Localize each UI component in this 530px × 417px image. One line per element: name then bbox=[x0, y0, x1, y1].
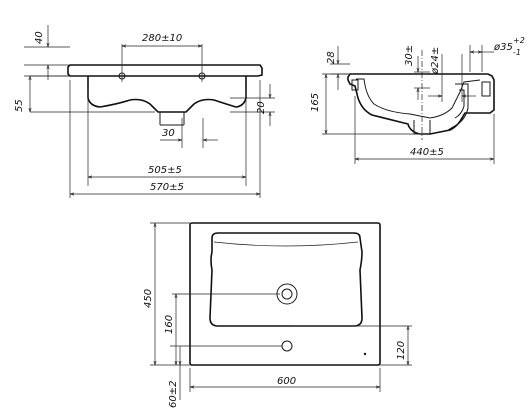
top-bowl-shelf bbox=[214, 242, 358, 246]
front-view: 280±10 40 55 20 30 505±5 570±5 bbox=[14, 25, 275, 198]
front-dim-holes-spacing: 280±10 bbox=[142, 33, 182, 44]
top-view: 450 160 120 60±2 600 bbox=[143, 223, 412, 408]
front-dim-right-height: 20 bbox=[256, 101, 267, 114]
side-profile-outline bbox=[348, 74, 494, 134]
side-dim-outlet-diameter: ø35 bbox=[493, 42, 513, 53]
side-dim-outlet-tol-upper: +2 bbox=[513, 36, 525, 45]
top-bowl-outline bbox=[210, 233, 362, 326]
top-dim-bottom-offset: 60±2 bbox=[168, 381, 179, 408]
side-dim-drain-offset: 30± bbox=[404, 45, 415, 66]
front-rim-outline bbox=[68, 65, 262, 76]
side-rear-outlet bbox=[482, 82, 490, 96]
side-dim-outlet-tol-lower: -1 bbox=[513, 48, 521, 57]
top-dim-depth: 450 bbox=[143, 289, 154, 308]
front-dim-inner-width: 505±5 bbox=[148, 165, 182, 176]
side-dim-rim: 28 bbox=[326, 51, 337, 64]
side-dim-depth: 440±5 bbox=[410, 147, 444, 158]
top-dim-tap-hole: 120 bbox=[396, 341, 407, 360]
front-dim-center-offset: 30 bbox=[162, 128, 175, 139]
side-dim-drain-diameter: ø24± bbox=[430, 47, 441, 75]
front-drain-outlet bbox=[160, 112, 184, 125]
top-tap-hole bbox=[282, 341, 292, 351]
top-drain-inner bbox=[282, 289, 292, 299]
top-dim-width: 600 bbox=[277, 376, 296, 387]
front-dim-left-height: 55 bbox=[14, 99, 25, 112]
top-overflow-mark bbox=[364, 353, 366, 355]
top-dim-drain-distance: 160 bbox=[164, 315, 175, 334]
front-dim-total-width: 570±5 bbox=[150, 182, 184, 193]
front-basin-body bbox=[88, 76, 246, 112]
side-dim-height: 165 bbox=[310, 93, 321, 112]
side-view: 28 165 30± ø24± ø35 +2 -1 440±5 bbox=[310, 36, 525, 164]
front-dim-top-gap: 40 bbox=[34, 31, 45, 44]
